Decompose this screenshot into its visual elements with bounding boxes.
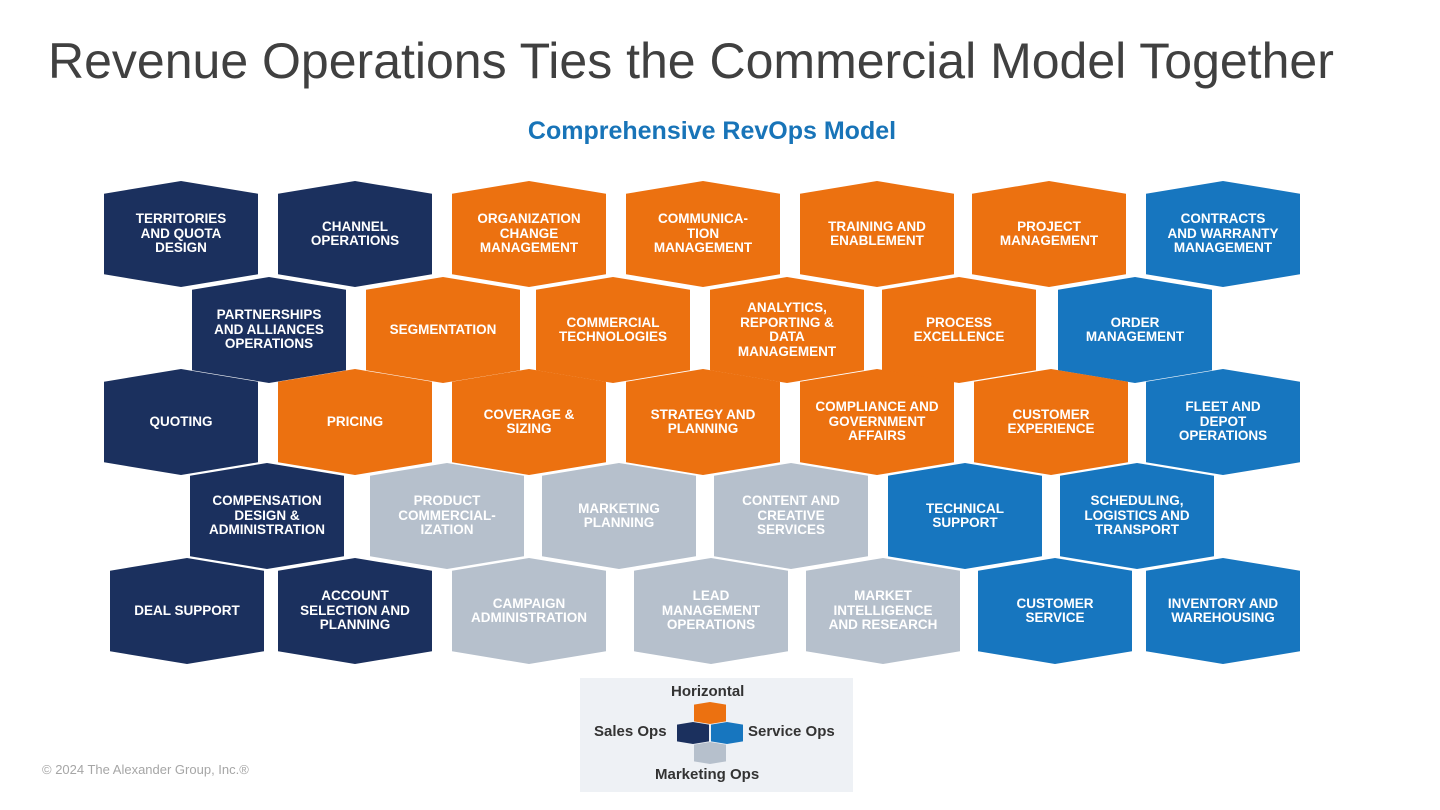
hexagon-marketing: Content and Creative Services — [714, 463, 868, 569]
hexagon-label: Contracts and Warranty Management — [1167, 211, 1279, 256]
hexagon-label: Deal Support — [134, 602, 240, 618]
hexagon-label: Scheduling, Logistics and Transport — [1084, 493, 1190, 538]
hexagon-sales: Territories and Quota Design — [104, 181, 258, 287]
hexagon-label: Inventory and Warehousing — [1167, 595, 1279, 625]
hexagon-label: Content and Creative Services — [742, 493, 840, 538]
hexagon-label: Commercial Technologies — [558, 314, 667, 344]
hexagon-service: Order Management — [1058, 277, 1212, 383]
hexagon-label: Training and Enablement — [828, 218, 926, 248]
hexagon-horizontal: Strategy and Planning — [626, 369, 780, 475]
diagram-subtitle: Comprehensive RevOps Model — [527, 117, 897, 145]
legend-sales-ops-label: Sales Ops — [594, 723, 667, 740]
hexagon-marketing: Lead Management Operations — [634, 558, 788, 664]
hexagon-marketing: Product Commercial- ization — [370, 463, 524, 569]
hexagon-label: Channel Operations — [310, 218, 400, 248]
hexagon-sales: Compensation Design & Administration — [190, 463, 344, 569]
hexagon-service: Technical Support — [888, 463, 1042, 569]
hexagon-label: Campaign Administration — [471, 595, 587, 625]
hexagon-label: Communica- tion Management — [653, 211, 753, 256]
hexagon-horizontal: Compliance and Government Affairs — [800, 369, 954, 475]
legend-marketing-ops-label: Marketing Ops — [655, 766, 760, 783]
hexagon-horizontal: Coverage & Sizing — [452, 369, 606, 475]
copyright-footer: © 2024 The Alexander Group, Inc.® — [42, 762, 249, 777]
hexagon-service: Fleet and Depot Operations — [1146, 369, 1300, 475]
hexagon-label: Fleet and Depot Operations — [1178, 399, 1268, 444]
hexagon-horizontal: Commercial Technologies — [536, 277, 690, 383]
hexagon-sales: Account Selection and Planning — [278, 558, 432, 664]
hexagon-sales: Partnerships and Alliances Operations — [192, 277, 346, 383]
hexagon-label: Product Commercial- ization — [398, 493, 496, 538]
hexagon-horizontal: Training and Enablement — [800, 181, 954, 287]
hexagon-service: Scheduling, Logistics and Transport — [1060, 463, 1214, 569]
hexagon-label: Compliance and Government Affairs — [815, 399, 939, 444]
hexagon-label: Organization Change Management — [477, 211, 581, 256]
hexagon-sales: Quoting — [104, 369, 258, 475]
hexagon-label: Territories and Quota Design — [135, 211, 227, 256]
hexagon-horizontal: Segmentation — [366, 277, 520, 383]
hexagon-label: Market Intelligence and Research — [828, 588, 938, 633]
hexagon-sales: Deal Support — [110, 558, 264, 664]
hexagon-label: Project Management — [999, 218, 1099, 248]
hexagon-label: Segmentation — [389, 321, 497, 337]
hexagon-service: Inventory and Warehousing — [1146, 558, 1300, 664]
hexagon-sales: Channel Operations — [278, 181, 432, 287]
hexagon-label: Technical Support — [926, 500, 1004, 530]
legend-box: Horizontal Sales Ops Service Ops Marketi… — [580, 678, 853, 792]
legend-horizontal-hex — [694, 702, 726, 724]
hexagon-service: Contracts and Warranty Management — [1146, 181, 1300, 287]
legend-horizontal-label: Horizontal — [671, 683, 745, 700]
hexagon-label: Customer Experience — [1007, 406, 1095, 436]
hexagon-label: Order Management — [1085, 314, 1185, 344]
hexagon-label: Lead Management Operations — [661, 588, 761, 633]
hexagon-service: Customer Service — [978, 558, 1132, 664]
hexagon-label: Strategy and Planning — [650, 406, 756, 436]
hexagon-label: Customer Service — [1016, 595, 1094, 625]
hexagon-label: Pricing — [326, 413, 384, 429]
hexagon-label: Quoting — [149, 413, 213, 429]
hexagon-label: Account Selection and Planning — [300, 588, 410, 633]
hexagon-horizontal: Analytics, Reporting & Data Management — [710, 277, 864, 383]
hexagon-label: Compensation Design & Administration — [209, 493, 325, 538]
legend-service-hex — [711, 722, 743, 744]
hexagon-label: Partnerships and Alliances Operations — [214, 307, 324, 352]
page-title: Revenue Operations Ties the Commercial M… — [48, 33, 1334, 89]
hexagon-label: Process Excellence — [913, 314, 1005, 344]
hexagon-horizontal: Process Excellence — [882, 277, 1036, 383]
hexagon-label: Analytics, Reporting & Data Management — [737, 300, 837, 359]
hexagon-horizontal: Communica- tion Management — [626, 181, 780, 287]
hexagon-label: Marketing Planning — [578, 500, 660, 530]
legend-marketing-hex — [694, 742, 726, 764]
hexagon-horizontal: Pricing — [278, 369, 432, 475]
legend-sales-hex — [677, 722, 709, 744]
hexagon-horizontal: Customer Experience — [974, 369, 1128, 475]
hexagon-marketing: Marketing Planning — [542, 463, 696, 569]
hexagon-horizontal: Organization Change Management — [452, 181, 606, 287]
hexagon-marketing: Campaign Administration — [452, 558, 606, 664]
legend-service-ops-label: Service Ops — [748, 723, 835, 740]
hexagon-marketing: Market Intelligence and Research — [806, 558, 960, 664]
hexagon-label: Coverage & Sizing — [483, 406, 575, 436]
hexagon-horizontal: Project Management — [972, 181, 1126, 287]
